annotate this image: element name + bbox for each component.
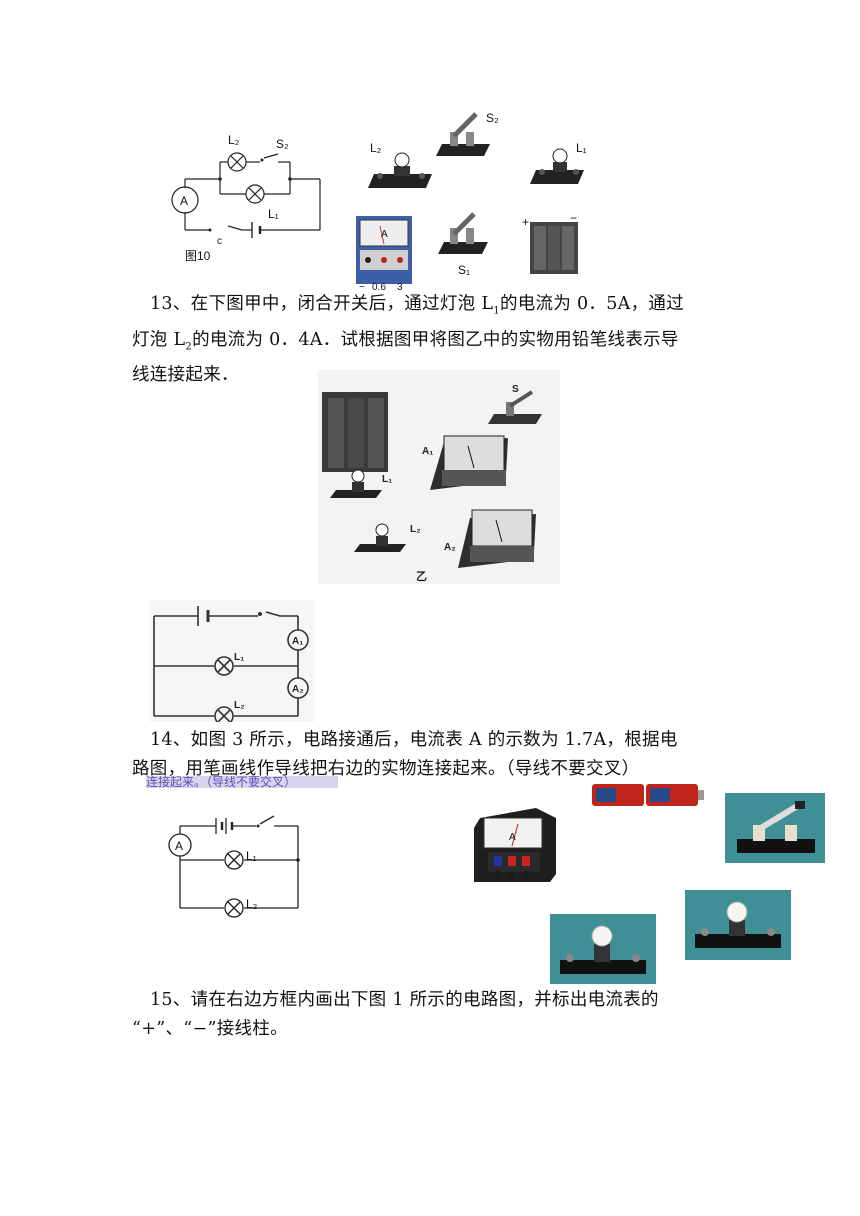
q15-question-text: 15、请在右边方框内画出下图 1 所示的电路图，并标出电流表的 “+”、“−”接… (132, 986, 732, 1044)
lamp1-label: L₁ (268, 207, 279, 221)
q14-terminal-0: 0 (495, 870, 501, 881)
q15-line1: 15、请在右边方框内画出下图 1 所示的电路图，并标出电流表的 (150, 990, 659, 1010)
photo-switch (488, 390, 542, 424)
q13-question-text: 13、在下图甲中，闭合开关后，通过灯泡 L1的电流为 0．5A，通过 灯泡 L2… (132, 290, 732, 390)
q13-line1-a: 13、在下图甲中，闭合开关后，通过灯泡 L (150, 294, 494, 314)
photo-lamp-l2 (354, 523, 406, 552)
photo-battery (322, 392, 388, 472)
ammeter-letter: A (180, 194, 188, 208)
meter-terminal-3: 3 (397, 282, 403, 290)
object-l2-label: L₂ (370, 141, 382, 155)
q14-battery-pair (592, 784, 704, 806)
q13-line3: 线连接起来． (132, 365, 239, 385)
figure-10-caption: 图10 (185, 249, 211, 263)
object-l1-label: L₁ (576, 141, 587, 155)
circuit-a2-label: A₂ (292, 684, 304, 695)
lamp2-label: L₂ (228, 133, 240, 147)
q13-line2-sub: 2 (185, 341, 193, 352)
photo-lamp-l2-label: L₂ (410, 524, 421, 535)
q13-line2-a: 灯泡 L (132, 329, 186, 350)
meter-terminal-06: 0.6 (372, 282, 386, 290)
battery-minus: − (570, 211, 577, 225)
photo-ammeter-a1 (430, 435, 508, 490)
q14-lamp2-label: L₂ (246, 897, 258, 911)
lamp-object-l2 (368, 152, 432, 188)
q14-line1: 14、如图 3 所示，电路接通后，电流表 A 的示数为 1.7A，根据电 (150, 730, 678, 750)
q15-line2: “+”、“−”接线柱。 (132, 1019, 288, 1039)
battery-plus: + (522, 215, 529, 229)
photo-lamp-l1 (330, 469, 382, 498)
q14-lamp-object-left (550, 914, 656, 984)
q14-ammeter-object: A 0 6 3 (474, 808, 556, 882)
circuit-l2-label: L₂ (234, 700, 245, 711)
switch-object-s1 (438, 212, 488, 254)
photo-ammeter-a2 (458, 509, 536, 568)
ammeter-object (356, 216, 412, 284)
photo-ammeter-a1-label: A₁ (422, 446, 433, 457)
circuit-l1-label: L₁ (234, 652, 244, 663)
object-s1-label: S₁ (458, 263, 470, 277)
meter-terminal-minus: − (359, 282, 365, 290)
q14-question-text: 14、如图 3 所示，电路接通后，电流表 A 的示数为 1.7A，根据电 路图，… (132, 726, 732, 784)
q12-circuit-diagram: A L₂ S₂ L₁ c 图10 (171, 133, 321, 263)
photo-lamp-l1-label: L₁ (382, 474, 392, 485)
switch-object-s2 (436, 112, 490, 156)
battery-object (530, 222, 578, 274)
switch2-label: S₂ (276, 137, 289, 151)
circuit-a1-label: A₁ (292, 636, 303, 647)
photo-switch-label: S (512, 384, 519, 395)
photo-ammeter-a2-label: A₂ (444, 542, 456, 553)
q12-objects-figure: L₂ S₂ L₁ A − 0.6 3 S₁ + − (356, 111, 587, 290)
q13-line1-b: 的电流为 0．5A，通过 (499, 294, 685, 314)
object-meter-letter: A (381, 229, 388, 240)
q14-circuit-diagram: A L₁ L₂ (168, 815, 300, 918)
lamp-object-l1 (530, 148, 584, 184)
q14-switch-object (725, 793, 825, 863)
q13-line1-sub: 1 (493, 305, 500, 317)
switch-c-label: c (217, 236, 222, 247)
q14-line2: 路图，用笔画线作导线把右边的实物连接起来。（导线不要交叉） (132, 759, 640, 779)
q13-line2-b: 的电流为 0．4A．试根据图甲将图乙中的实物用铅笔线表示导 (192, 329, 679, 350)
ghost-text-strip: 连接起来。（导线不要交叉） (146, 776, 338, 788)
q14-terminal-3: 3 (523, 870, 529, 881)
object-s2-label: S₂ (486, 111, 499, 125)
q14-lamp1-label: L₁ (246, 849, 257, 863)
q14-ammeter-letter: A (175, 839, 183, 853)
q13-circuit-diagram: A₁ A₂ L₁ L₂ (150, 600, 314, 722)
photo-figure-caption: 乙 (416, 570, 427, 583)
q14-terminal-6: 6 (509, 870, 515, 881)
q14-lamp-object-right (685, 890, 791, 960)
q14-meter-letter: A (509, 832, 516, 843)
q13-photo-figure: S A₁ L₁ L₂ A₂ 乙 (318, 370, 560, 584)
